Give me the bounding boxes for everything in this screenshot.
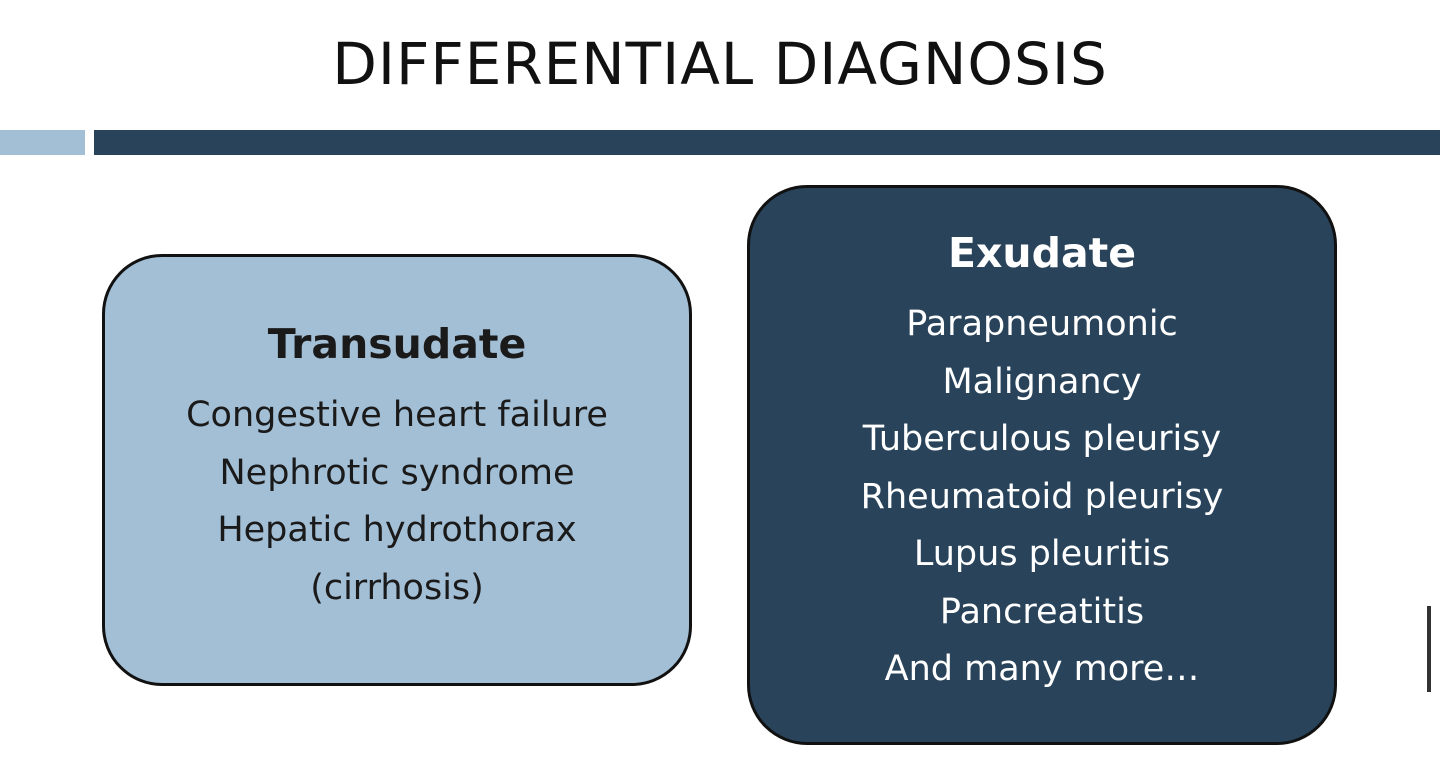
exudate-item: Pancreatitis: [939, 591, 1145, 632]
exudate-heading: Exudate: [947, 229, 1137, 277]
slide-title: DIFFERENTIAL DIAGNOSIS: [332, 30, 1108, 98]
exudate-item: And many more…: [884, 649, 1200, 689]
transudate-item: Congestive heart failure: [186, 395, 608, 435]
exudate-item: Rheumatoid pleurisy: [860, 476, 1224, 517]
transudate-item: Hepatic hydrothorax: [217, 510, 577, 550]
transudate-box: Transudate Congestive heart failure Neph…: [102, 254, 692, 686]
transudate-heading: Transudate: [267, 320, 527, 368]
transudate-item: (cirrhosis): [310, 567, 484, 608]
exudate-item: Tuberculous pleurisy: [862, 419, 1222, 459]
transudate-item: Nephrotic syndrome: [219, 452, 575, 493]
exudate-box: Exudate Parapneumonic Malignancy Tubercu…: [747, 185, 1337, 745]
transudate-list: Congestive heart failure Nephrotic syndr…: [105, 387, 689, 617]
accent-bar-light: [0, 130, 85, 155]
scroll-indicator: [1427, 606, 1431, 692]
exudate-item: Parapneumonic: [906, 304, 1178, 344]
accent-bar-dark: [94, 130, 1440, 155]
exudate-item: Malignancy: [942, 361, 1142, 402]
exudate-list: Parapneumonic Malignancy Tuberculous ple…: [750, 296, 1334, 699]
exudate-item: Lupus pleuritis: [913, 534, 1171, 574]
